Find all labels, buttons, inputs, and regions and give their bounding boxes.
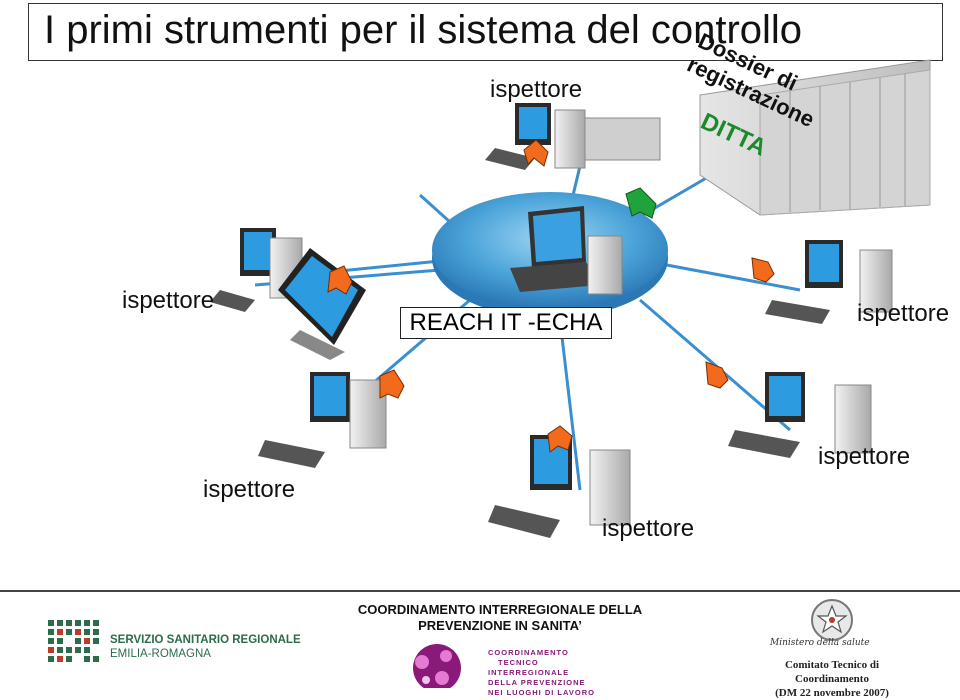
coord-line3: INTERREGIONALE [488,668,570,677]
inspector-label-left: ispettore [122,287,215,314]
arrows [327,139,775,453]
coord-line2: TECNICO [498,658,539,667]
footer-divider [0,590,960,592]
coord-line1: COORDINAMENTO [488,648,569,657]
comitato-line1: Comitato Tecnico di Coordinamento [784,659,880,685]
pc-right-low [728,372,872,458]
arrow-icon [379,369,405,399]
arrow-icon [327,265,353,295]
inspector-label-bottom: ispettore [602,515,695,542]
company-server-rack [699,59,931,216]
pc-tablet [278,248,366,360]
coordination-logo-icon [413,644,461,688]
pc-left-low [258,372,387,468]
ssr-org-text: SERVIZIO SANITARIO REGIONALE EMILIA-ROMA… [110,633,301,661]
ssr-line1: SERVIZIO SANITARIO REGIONALE [110,634,301,646]
link-bottom [558,319,582,491]
slide-title: I primi strumenti per il sistema del con… [44,8,803,52]
minister-signature: Ministero della salute [770,638,870,648]
pc-right [765,240,893,324]
arrow-icon [523,139,549,167]
arrow-icon [705,361,729,389]
ssr-line2: EMILIA-ROMAGNA [110,648,211,660]
hub-label: REACH IT -ECHA [400,307,612,339]
coord-line4: DELLA PREVENZIONE [488,678,586,687]
footer-center-line2: PREVENZIONE IN SANITA’ [418,618,582,633]
arrow-icon [625,187,657,219]
ssr-logo-icon [48,620,99,662]
arrow-icon [547,425,573,453]
footer-center-line1: COORDINAMENTO INTERREGIONALE DELLA [357,602,643,617]
network-diagram [210,59,931,538]
inspector-label-right: ispettore [857,300,950,327]
italian-emblem-icon [811,599,853,641]
footer-center-text: COORDINAMENTO INTERREGIONALE DELLA PREVE… [340,602,660,634]
inspector-label-left-low: ispettore [203,476,296,503]
comitato-text: Comitato Tecnico di Coordinamento (DM 22… [752,658,912,700]
arrow-icon [751,257,775,283]
comitato-line2: (DM 22 novembre 2007) [775,687,889,699]
inspector-label-right-low: ispettore [818,443,911,470]
inspector-label-top: ispettore [490,76,583,103]
hub-laptop [510,206,623,295]
pc-top [485,103,661,170]
title-box [28,3,943,61]
coordination-logo-text: COORDINAMENTO TECNICO INTERREGIONALE DEL… [488,648,595,698]
